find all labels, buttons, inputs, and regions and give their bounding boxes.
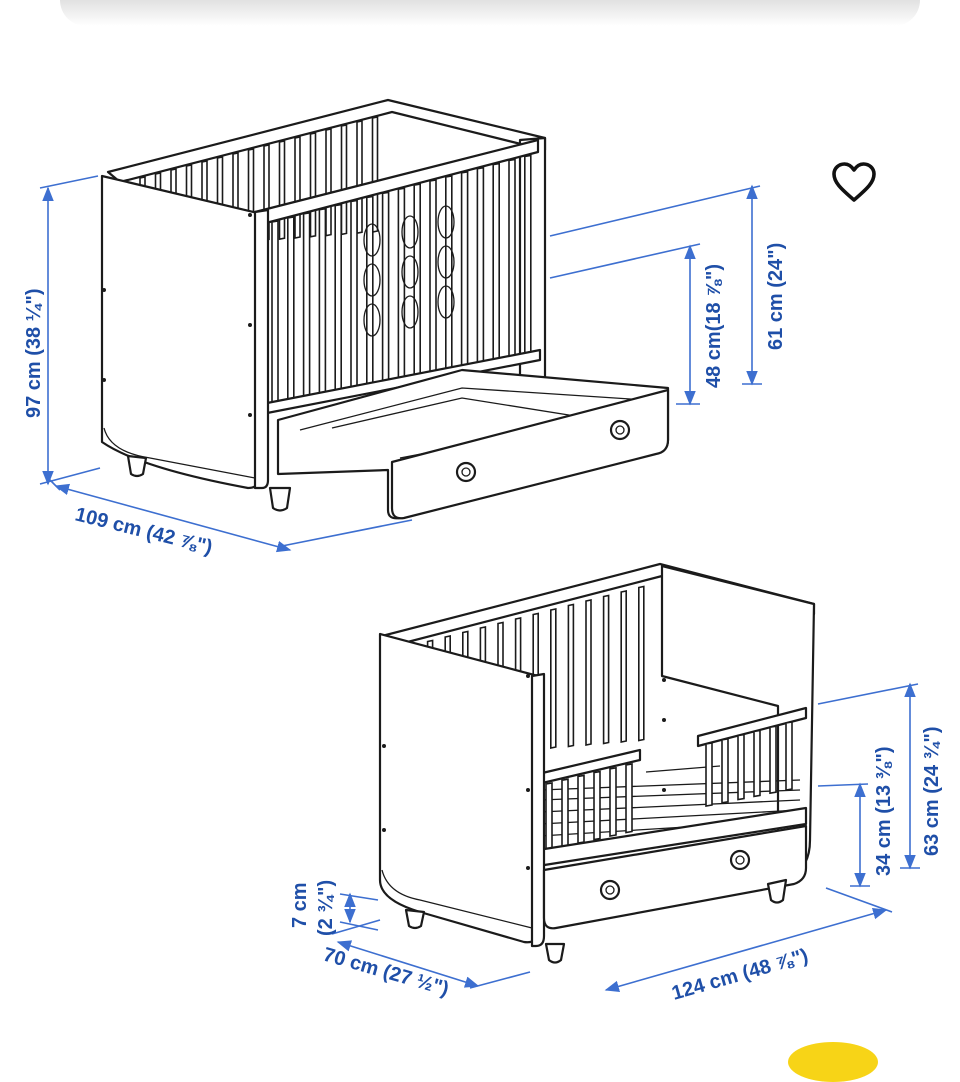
dim-junior-rail-height: 34 cm (13 ⅜") — [873, 746, 895, 876]
favorite-button[interactable] — [826, 154, 882, 210]
crib-dimension-lines — [39, 175, 762, 553]
dim-crib-height: 97 cm (38 ¼") — [23, 288, 45, 418]
dim-junior-total-height: 63 cm (24 ¾") — [921, 726, 943, 856]
dim-crib-mattress-low: 48 cm(18 ⅞") — [703, 264, 725, 388]
dim-crib-length: 109 cm (42 ⅞") — [73, 504, 215, 559]
dim-junior-clearance-cm: 7 cm — [289, 882, 311, 928]
top-shadow — [60, 0, 920, 26]
dim-junior-clearance-in: (2 ¾") — [315, 880, 337, 936]
product-dimension-diagram: 97 cm (38 ¼") 109 cm (42 ⅞") 61 cm (24")… — [23, 98, 943, 1005]
junior-bed-dimension-lines — [331, 682, 920, 992]
heart-outline-icon — [832, 162, 876, 202]
crib-illustration — [100, 98, 670, 520]
junior-bed-illustration — [378, 562, 816, 964]
dim-crib-mattress-high: 61 cm (24") — [765, 243, 787, 350]
yellow-badge — [788, 1042, 878, 1082]
dim-junior-length: 124 cm (48 ⅞") — [669, 945, 810, 1005]
